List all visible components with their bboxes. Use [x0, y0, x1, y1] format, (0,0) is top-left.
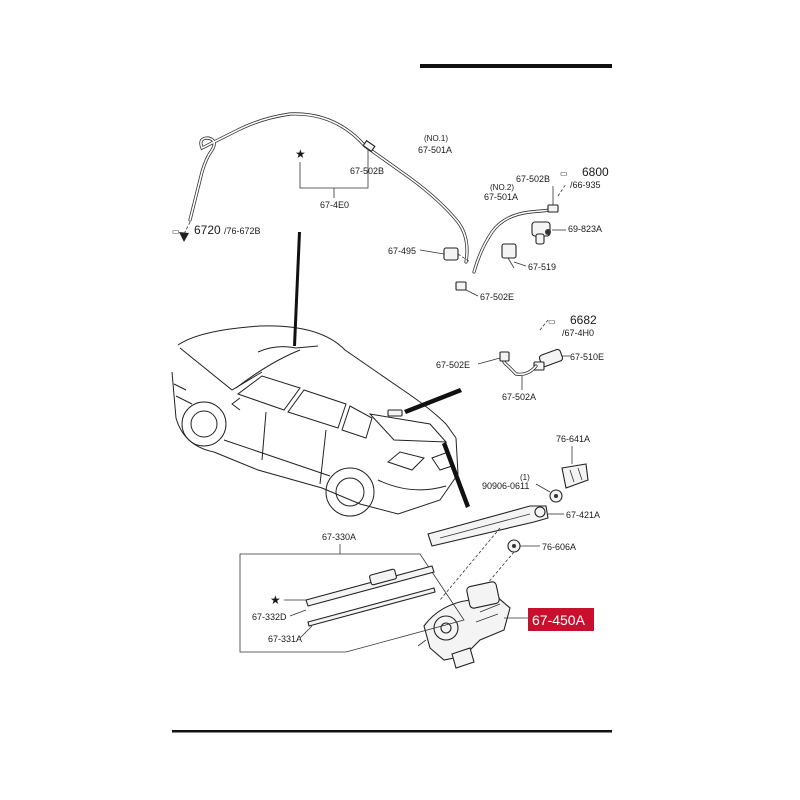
washer-hose-no2	[472, 208, 554, 274]
wiper-arm-67-421a	[427, 505, 549, 547]
clip-67-495	[443, 247, 459, 261]
label-67-502e-1: 67-502E	[480, 292, 514, 302]
label-90906-0611: 90906-0611	[482, 481, 529, 491]
star-icon: ★	[270, 593, 281, 607]
dashed-arrow-6682	[539, 319, 549, 331]
label-6720-sub: /76-672B	[224, 226, 261, 236]
ref-icon-6682: ▭	[548, 317, 556, 326]
label-67-4e0: 67-4E0	[320, 200, 349, 210]
ref-icon-6720: ▭	[172, 227, 180, 236]
label-6800-sub: /66-935	[570, 180, 601, 190]
leader-67-519	[513, 261, 527, 267]
clip-67-519	[501, 243, 517, 269]
label-67-502b-2: 67-502B	[516, 174, 550, 184]
label-67-510e: 67-510E	[570, 352, 604, 362]
dashed-arrow-icon	[183, 221, 191, 235]
label-76-641a: 76-641A	[556, 434, 590, 444]
wiper-blade-67-332d	[305, 565, 435, 607]
highlight-label-67-450a: 67-450A	[532, 612, 586, 628]
leader-90906	[535, 483, 551, 493]
label-67-501a-2: 67-501A	[484, 192, 518, 202]
arrow-head-6720	[179, 232, 189, 242]
nut-76-606a	[507, 539, 521, 553]
label-no1: (NO.1)	[424, 134, 448, 143]
leader-67-331a	[299, 625, 313, 639]
leader-stroke-roof	[293, 232, 301, 346]
star-icon: ★	[295, 147, 306, 161]
label-67-519: 67-519	[528, 262, 556, 272]
label-76-606a: 76-606A	[542, 542, 576, 552]
dashed-align-2	[439, 527, 501, 601]
leader-67-495	[419, 249, 445, 255]
leader-stroke-wiper	[442, 442, 470, 508]
connector-67-502e-lower	[499, 351, 510, 362]
blade-kit-box	[239, 553, 465, 653]
highlight-badge-67-450a	[528, 608, 594, 631]
label-6720: 6720	[194, 223, 221, 237]
leader-67-332d	[289, 609, 307, 617]
dashed-arrow-6800	[557, 183, 567, 197]
top-rule	[420, 64, 612, 68]
wiper-motor-67-450a	[417, 581, 511, 669]
ref-icon-6800: ▭	[560, 169, 568, 178]
label-qty-1: (1)	[520, 473, 530, 482]
check-valve-69-823a	[531, 221, 551, 245]
label-67-501a-1: 67-501A	[418, 145, 452, 155]
leader-stroke-nozzle	[404, 388, 462, 414]
wiper-cap-76-641a	[561, 463, 589, 489]
label-6682-sub: /67-4H0	[562, 328, 594, 338]
hatchback-car-outline	[171, 325, 459, 517]
leader-67-502e-2	[477, 357, 501, 365]
hose-connector-67-502b	[362, 139, 376, 153]
label-67-502e-2: 67-502E	[436, 360, 470, 370]
label-67-330a: 67-330A	[322, 532, 356, 542]
label-67-502a: 67-502A	[502, 392, 536, 402]
label-67-332d: 67-332D	[252, 612, 287, 622]
label-6682: 6682	[570, 313, 597, 327]
label-67-502b-1: 67-502B	[350, 166, 384, 176]
washer-nozzle-67-510e	[533, 348, 564, 371]
washer-hose-no1	[188, 112, 469, 264]
leader-67-502e-1	[465, 289, 479, 297]
label-6800: 6800	[582, 165, 609, 179]
nut-90906-0611	[549, 489, 563, 503]
label-67-421a: 67-421A	[566, 510, 600, 520]
label-69-823a: 69-823A	[568, 224, 602, 234]
label-67-495: 67-495	[388, 246, 416, 256]
connector-67-502b-2	[547, 204, 559, 213]
connector-67-502e-upper	[455, 281, 467, 291]
blade-rubber-67-331a	[307, 587, 436, 627]
bottom-rule	[172, 730, 612, 733]
clip-dashes	[457, 253, 471, 263]
label-67-331a: 67-331A	[268, 634, 302, 644]
label-no2: (NO.2)	[490, 183, 514, 192]
